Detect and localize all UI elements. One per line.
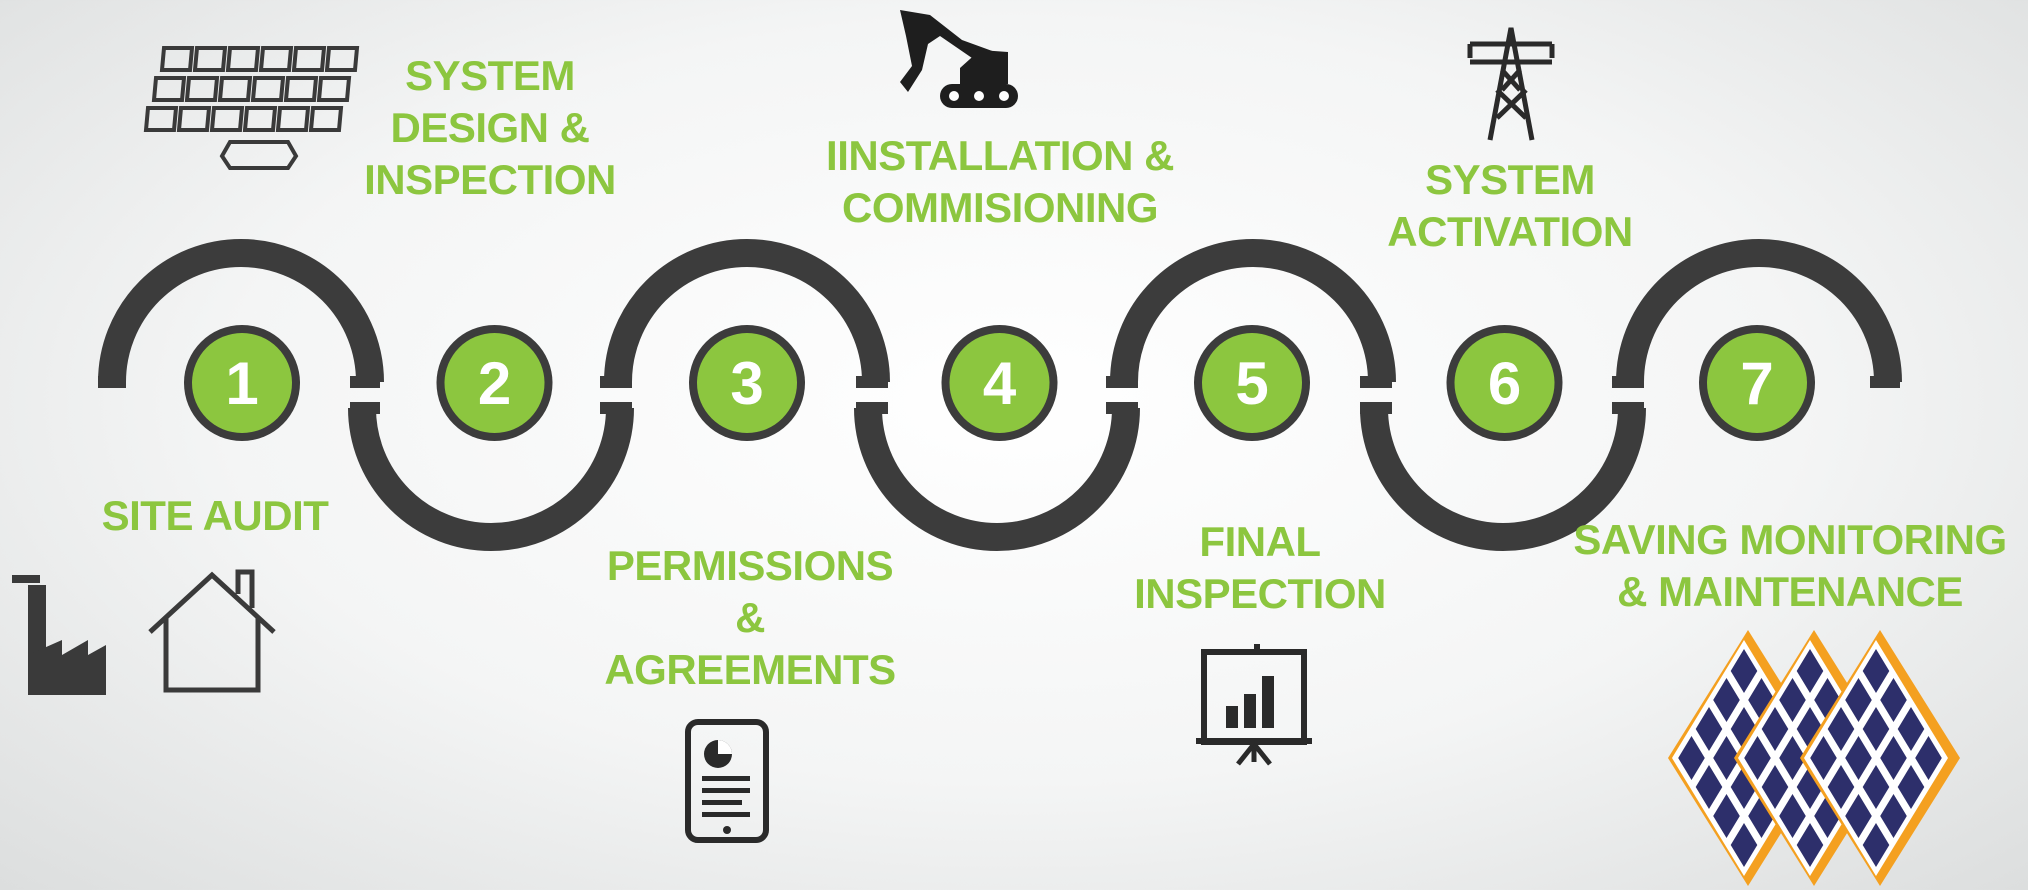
step-1-label: SITE AUDIT: [101, 492, 329, 539]
track-arc-3: [604, 239, 890, 383]
track-arc-2: [348, 407, 634, 551]
wave-track: [98, 239, 1902, 551]
step-7-label: SAVING MONITORING & MAINTENANCE: [1573, 516, 2007, 615]
step-number: 4: [983, 350, 1017, 417]
step-6-label: SYSTEM ACTIVATION: [1387, 156, 1633, 255]
step-5-label: FINAL INSPECTION: [1134, 518, 1386, 617]
step-2-label: SYSTEM DESIGN & INSPECTION: [364, 52, 616, 203]
track-arc-4: [854, 407, 1140, 551]
step-number: 2: [478, 350, 511, 417]
power-tower-icon: [1467, 27, 1555, 141]
presentation-chart-icon: [1196, 644, 1312, 766]
track-arc-1: [98, 239, 384, 383]
track-arc-6: [1360, 407, 1646, 551]
step-number: 6: [1488, 350, 1521, 417]
track-arc-7: [1616, 239, 1902, 383]
step-number: 1: [225, 350, 258, 417]
step-3-label: PERMISSIONS & AGREEMENTS: [604, 542, 896, 693]
solar-array-icon: [143, 46, 360, 170]
step-1: 1: [184, 325, 300, 441]
step-number: 5: [1235, 350, 1268, 417]
step-4-label: IINSTALLATION & COMMISIONING: [826, 132, 1174, 231]
step-7: 7: [1699, 325, 1815, 441]
step-2: 2: [436, 325, 553, 441]
step-number: 3: [730, 350, 763, 417]
track-arc-5: [1110, 239, 1396, 383]
track-stubs: [98, 376, 1900, 414]
step-6: 6: [1446, 325, 1563, 441]
step-number: 7: [1740, 350, 1773, 417]
excavator-icon: [900, 10, 1018, 108]
factory-icon: [12, 575, 106, 695]
tablet-report-icon: [685, 719, 769, 843]
house-icon: [148, 569, 276, 693]
step-4: 4: [941, 325, 1058, 441]
solar-panels-icon: [1668, 630, 1960, 886]
step-3: 3: [689, 325, 805, 441]
step-5: 5: [1194, 325, 1310, 441]
